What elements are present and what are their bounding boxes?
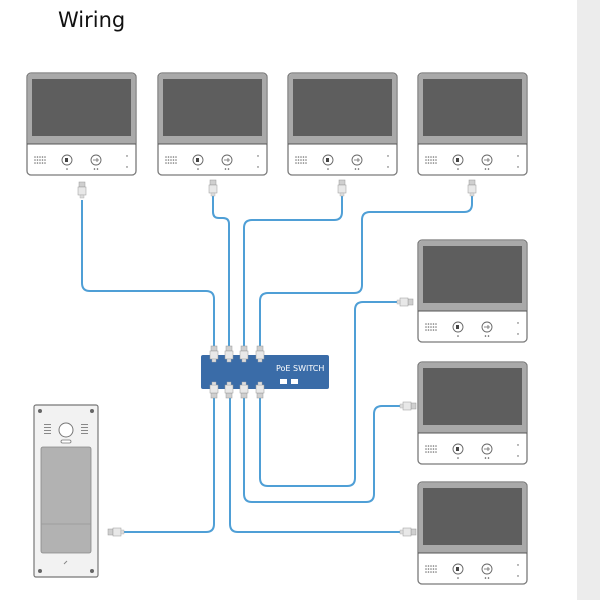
poe-switch: PoE SWITCH	[201, 345, 329, 399]
outdoor-station	[33, 404, 99, 578]
monitor-7	[417, 481, 528, 585]
monitor-3	[287, 72, 398, 176]
monitor-1	[26, 72, 137, 176]
page-title: Wiring	[58, 8, 126, 32]
cable-monitor-4	[259, 196, 473, 352]
side-panel	[577, 0, 600, 600]
cable-monitor-6	[243, 392, 400, 503]
switch-label: PoE SWITCH	[276, 364, 324, 373]
cable-monitor-2	[212, 196, 230, 352]
monitor-4	[417, 72, 528, 176]
cable-monitor-7	[229, 392, 400, 533]
monitor-2	[157, 72, 268, 176]
cables	[81, 196, 473, 533]
monitor-5	[417, 239, 528, 343]
cable-door-station	[124, 392, 215, 533]
cable-monitor-5	[259, 301, 397, 487]
monitor-6	[417, 361, 528, 465]
cable-monitor-1	[81, 200, 215, 352]
cable-monitor-3	[243, 196, 343, 352]
